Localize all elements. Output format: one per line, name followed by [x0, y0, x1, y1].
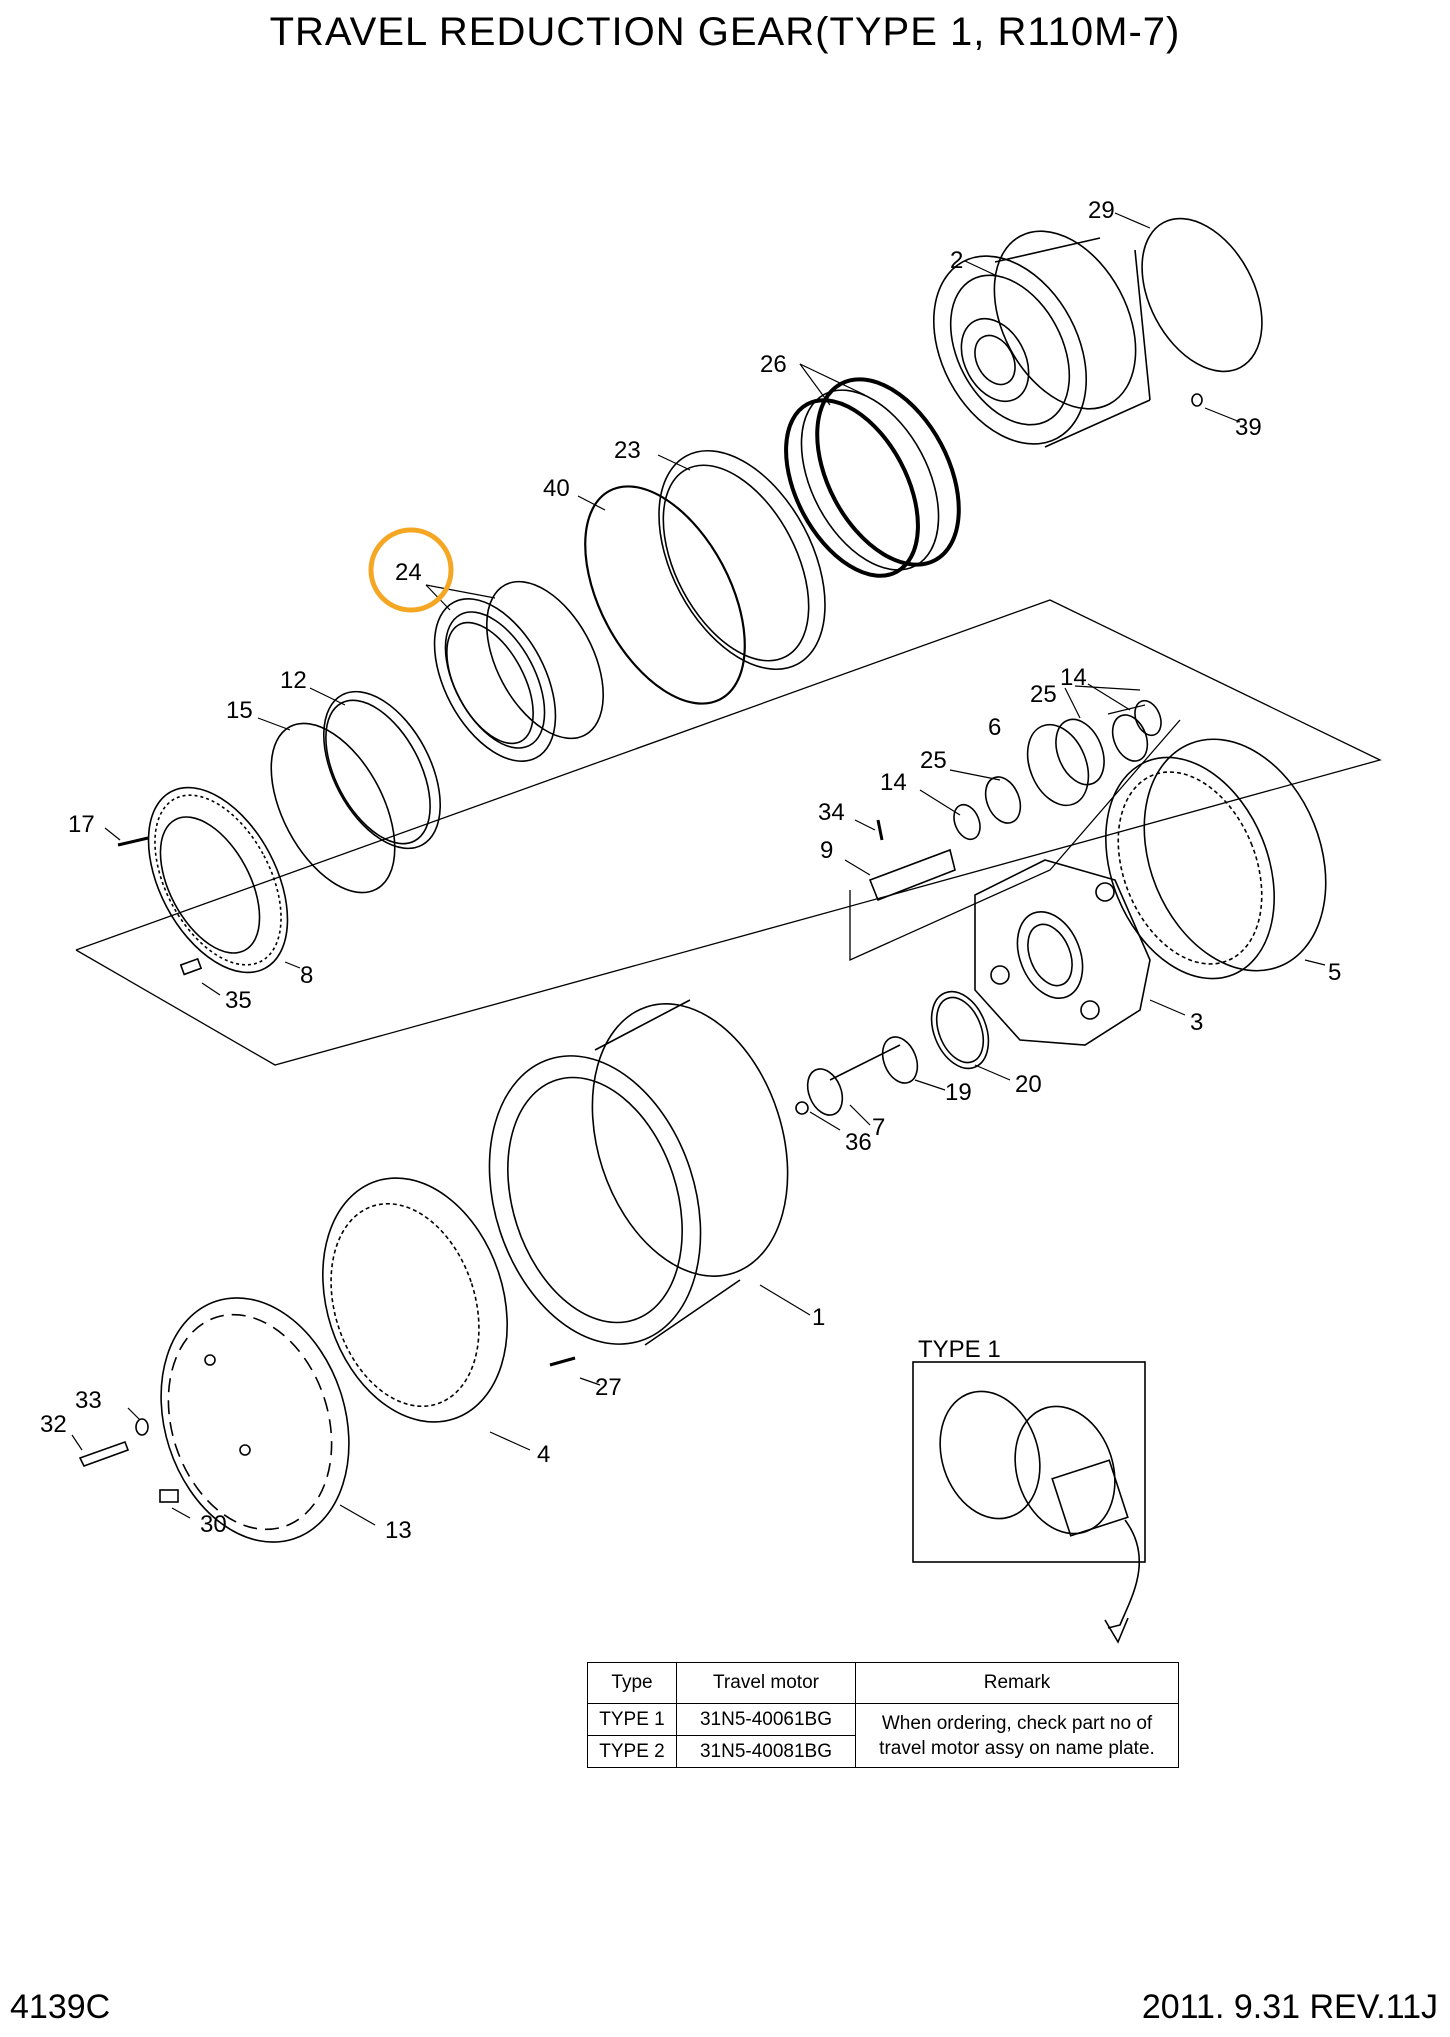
part-3-carrier[interactable] [974, 859, 1151, 1046]
part-15-oring[interactable] [246, 703, 421, 912]
label-25a: 25 [1030, 681, 1057, 708]
travel-motor-table: Type Travel motor Remark TYPE 1 31N5-400… [587, 1662, 1179, 1768]
carrier-plane-outline [75, 599, 1382, 1066]
label-14a: 14 [1060, 664, 1087, 691]
part-2-hub[interactable] [903, 207, 1164, 470]
label-3: 3 [1190, 1009, 1203, 1036]
part-12-ring[interactable] [300, 672, 465, 867]
label-9: 9 [820, 837, 833, 864]
header-travel-motor: Travel motor [676, 1662, 856, 1704]
label-14b: 14 [880, 769, 907, 796]
label-12: 12 [280, 667, 307, 694]
label-34: 34 [818, 799, 845, 826]
label-40: 40 [543, 475, 570, 502]
footer-revision: 2011. 9.31 REV.11J [1141, 1988, 1438, 2026]
part-33-washer[interactable] [135, 1418, 149, 1436]
header-type: Type [587, 1662, 677, 1704]
part-27-pin[interactable] [549, 1356, 576, 1367]
part-17-bolt[interactable] [117, 836, 149, 847]
label-17: 17 [68, 811, 95, 838]
remark-line2: travel motor assy on name plate. [879, 1737, 1155, 1759]
label-27: 27 [595, 1374, 622, 1401]
part-26-floating-seal[interactable] [759, 356, 988, 598]
label-7: 7 [872, 1114, 885, 1141]
carrier-sub-outline [849, 719, 1181, 962]
part-30-bolt[interactable] [159, 1489, 179, 1503]
part-labels: 29 2 26 39 23 40 24 12 15 17 8 35 14 25 … [40, 197, 1341, 1544]
part-14-washer-lower[interactable] [949, 801, 985, 843]
part-29-oring[interactable] [1118, 198, 1287, 392]
remark-cell: When ordering, check part no of travel m… [855, 1703, 1179, 1768]
inset-type1-label: TYPE 1 [918, 1336, 1001, 1363]
label-13: 13 [385, 1517, 412, 1544]
label-8: 8 [300, 962, 313, 989]
row1-type: TYPE 1 [587, 1703, 677, 1736]
part-24-bearing[interactable] [410, 562, 628, 781]
label-39: 39 [1235, 414, 1262, 441]
page-title: TRAVEL REDUCTION GEAR(TYPE 1, R110M-7) [269, 10, 1181, 54]
label-24: 24 [395, 559, 422, 586]
label-29: 29 [1088, 197, 1115, 224]
part-40-oring[interactable] [552, 460, 778, 729]
part-39-plug[interactable] [1191, 393, 1203, 407]
part-1-housing[interactable] [454, 978, 821, 1371]
part-36-ball[interactable] [795, 1101, 809, 1115]
row2-type: TYPE 2 [587, 1735, 677, 1768]
header-remark: Remark [855, 1662, 1179, 1704]
label-23: 23 [614, 437, 641, 464]
part-5-ring-gear[interactable] [1075, 712, 1359, 1004]
part-34-pin[interactable] [876, 819, 884, 841]
part-14-washer-upper[interactable] [1130, 697, 1166, 739]
part-7-sun-gear[interactable] [801, 1044, 901, 1120]
part-25-needle-bearing-lower[interactable] [979, 772, 1027, 828]
inset-type1-box [912, 1361, 1146, 1644]
label-15: 15 [226, 697, 253, 724]
part-19-bearing[interactable] [876, 1032, 924, 1088]
row2-motor: 31N5-40081BG [676, 1735, 856, 1768]
label-6: 6 [988, 714, 1001, 741]
footer-code: 4139C [10, 1988, 111, 2026]
row1-motor: 31N5-40061BG [676, 1703, 856, 1736]
part-4-ring-gear[interactable] [293, 1154, 538, 1446]
part-35-bolt[interactable] [179, 957, 203, 976]
part-32-bolt[interactable] [78, 1440, 130, 1467]
label-25b: 25 [920, 747, 947, 774]
label-2: 2 [950, 247, 963, 274]
label-20: 20 [1015, 1071, 1042, 1098]
label-4: 4 [537, 1441, 550, 1468]
remark-line1: When ordering, check part no of [881, 1712, 1153, 1734]
leader-lines [71, 212, 1326, 1526]
label-30: 30 [200, 1511, 227, 1538]
part-8-gear-ring[interactable] [120, 764, 316, 995]
part-9-pin[interactable] [868, 848, 956, 902]
part-20-ring[interactable] [921, 983, 999, 1077]
label-35: 35 [225, 987, 252, 1014]
part-26-seal-grooves [800, 389, 940, 571]
label-32: 32 [40, 1411, 67, 1438]
part-13-sprocket[interactable] [131, 1273, 379, 1566]
label-26: 26 [760, 351, 787, 378]
label-1: 1 [812, 1304, 825, 1331]
label-19: 19 [945, 1079, 972, 1106]
part-23-ring[interactable] [625, 423, 859, 697]
highlight-circle [368, 527, 454, 613]
label-36: 36 [845, 1129, 872, 1156]
label-5: 5 [1328, 959, 1341, 986]
label-33: 33 [75, 1387, 102, 1414]
part-6-planet-gear[interactable] [1016, 712, 1113, 814]
